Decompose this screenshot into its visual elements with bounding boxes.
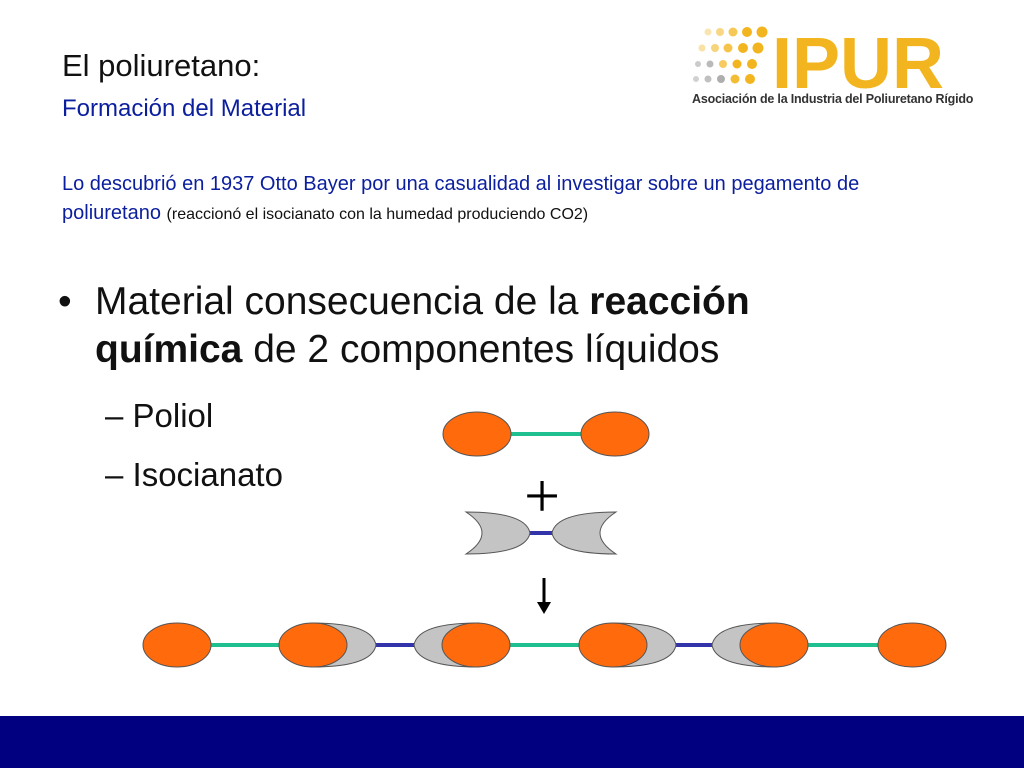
footer-bar bbox=[0, 716, 1024, 768]
logo-wordmark: IPUR bbox=[772, 24, 944, 104]
chain-atom-1 bbox=[142, 622, 212, 668]
chain-crescent-2 bbox=[413, 622, 480, 668]
poliol-atom-right bbox=[580, 411, 650, 457]
logo-tagline: Asociación de la Industria del Poliureta… bbox=[692, 92, 974, 106]
logo-dots bbox=[693, 26, 768, 84]
sub-item-poliol: – Poliol bbox=[105, 397, 214, 434]
bullet-bold: reacción química bbox=[95, 280, 750, 371]
isocianato-crescent-left bbox=[464, 511, 531, 555]
ipur-logo: IPUR bbox=[693, 24, 944, 104]
reaction-arrow-icon bbox=[537, 578, 551, 614]
chain-crescent-4 bbox=[711, 622, 778, 668]
bullet-part1: Material consecuencia de la bbox=[95, 280, 590, 323]
chain-atom-2 bbox=[278, 622, 348, 668]
poliol-molecule bbox=[442, 411, 650, 457]
bullet-part2: de 2 componentes líquidos bbox=[242, 328, 720, 371]
intro-main: Lo descubrió en 1937 Otto Bayer por una … bbox=[62, 173, 860, 224]
chain-atom-3 bbox=[441, 622, 511, 668]
slide-subtitle: Formación del Material bbox=[62, 95, 307, 122]
bullet-marker: • bbox=[58, 280, 72, 323]
intro-text: Lo descubrió en 1937 Otto Bayer por una … bbox=[62, 170, 942, 229]
chain-atom-5 bbox=[739, 622, 809, 668]
slide-title: El poliuretano: bbox=[62, 48, 261, 83]
chain-atom-4 bbox=[578, 622, 648, 668]
sub-item-isocianato: – Isocianato bbox=[105, 456, 283, 493]
intro-note: (reaccionó el isocianato con la humedad … bbox=[166, 206, 589, 223]
chain-atom-6 bbox=[877, 622, 947, 668]
polymer-chain bbox=[142, 622, 947, 668]
chain-crescent-1 bbox=[310, 622, 377, 668]
bullet-text: Material consecuencia de la reacción quí… bbox=[95, 278, 875, 374]
plus-sign: + bbox=[524, 460, 560, 531]
isocianato-molecule bbox=[464, 511, 618, 555]
chain-crescent-3 bbox=[610, 622, 677, 668]
isocianato-crescent-right bbox=[551, 511, 618, 555]
poliol-atom-left bbox=[442, 411, 512, 457]
